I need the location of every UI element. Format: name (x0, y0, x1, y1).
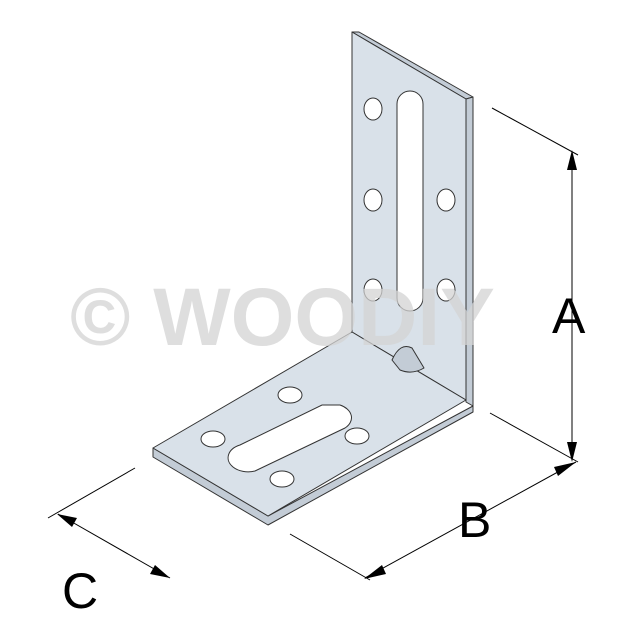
dimension-c-label: C (62, 563, 98, 619)
dimension-a (489, 107, 579, 463)
dimension-b (289, 461, 577, 581)
stiffening-rib (391, 346, 425, 373)
dimension-c (47, 467, 171, 579)
dimension-a-label: A (552, 288, 586, 344)
dimension-b-label: B (458, 492, 491, 548)
horizontal-plate (152, 331, 474, 526)
vertical-flange (351, 31, 474, 407)
watermark: © WOODIY (70, 272, 495, 363)
